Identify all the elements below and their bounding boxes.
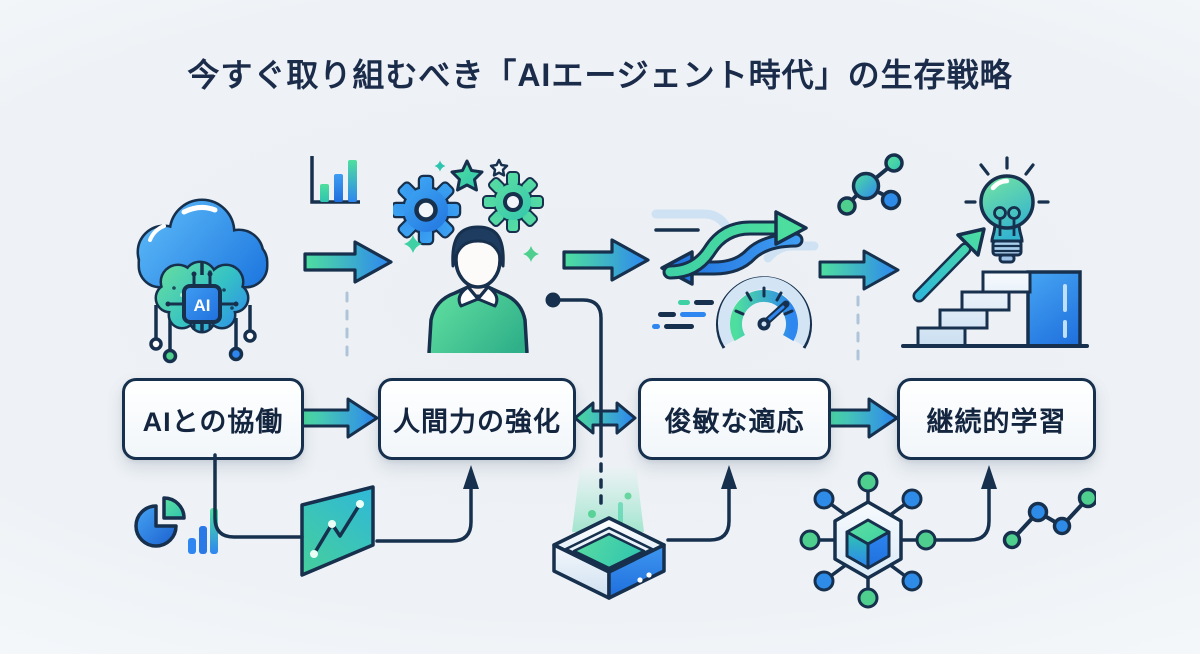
sparkle-icon <box>434 160 446 172</box>
up-arrowhead <box>463 465 479 489</box>
circuit-dangles <box>149 305 257 364</box>
sparkle-icon <box>404 235 422 253</box>
gear-left-icon <box>393 174 462 246</box>
step-label-3: 俊敏な適応 <box>664 406 805 437</box>
box-arrow-2-3-bidirectional <box>572 392 638 444</box>
step-label-4: 継続的学習 <box>926 406 1067 437</box>
human-with-gears-icon <box>393 148 553 353</box>
step-box-4: 継続的学習 <box>897 378 1096 460</box>
mini-bar-chart-icon <box>302 152 364 214</box>
ai-cloud-brain-icon: AI <box>112 170 292 365</box>
hologram-projector-icon <box>540 452 678 610</box>
ai-chip: AI <box>165 271 239 330</box>
pie-chart-bars-icon <box>128 484 218 566</box>
step-label-2: 人間力の強化 <box>393 406 561 437</box>
trend-line-panel-icon <box>292 482 390 584</box>
box-arrow-3-4 <box>824 394 900 442</box>
flow-arrow-1 <box>303 236 395 288</box>
up-arrowhead <box>981 465 997 489</box>
shuffle-green-arrow <box>662 210 808 280</box>
page-title: 今すぐ取り組むべき「AIエージェント時代」の生存戦略 <box>187 57 1013 93</box>
connector-panel-to-box2 <box>375 484 473 543</box>
isometric-cube <box>845 518 891 570</box>
ai-chip-label: AI <box>194 296 211 315</box>
step-label-1: AIとの協働 <box>142 406 284 437</box>
flow-arrow-3 <box>818 246 902 294</box>
up-arrowhead <box>721 465 737 489</box>
step-box-3: 俊敏な適応 <box>638 378 831 460</box>
network-nodes <box>799 471 937 609</box>
sparkle-icon <box>523 246 539 262</box>
molecule-icon <box>836 152 908 220</box>
speedometer-gauge <box>716 276 812 349</box>
connector-hexagon-to-box4 <box>934 484 991 542</box>
stairs <box>901 270 1089 348</box>
lightbulb-icon <box>964 156 1050 264</box>
hexagon-network-cube-icon <box>798 462 938 622</box>
speed-lines <box>652 300 714 329</box>
star-icon <box>450 159 484 192</box>
growth-stairs-lightbulb-icon <box>895 150 1093 355</box>
step-box-2: 人間力の強化 <box>378 378 576 460</box>
zigzag-nodes-icon <box>1000 482 1096 552</box>
flow-arrow-2 <box>562 234 652 286</box>
person-bust <box>427 225 529 353</box>
small-star-icon <box>489 158 509 177</box>
gear-right-icon <box>482 171 544 233</box>
growth-arrow <box>912 227 986 303</box>
connector-box1-to-panel <box>213 453 304 539</box>
shuffle-arrows-gauge-icon <box>648 188 820 360</box>
hair <box>451 225 505 268</box>
box-arrow-1-2 <box>300 394 380 442</box>
step-box-1: AIとの協働 <box>122 378 304 460</box>
